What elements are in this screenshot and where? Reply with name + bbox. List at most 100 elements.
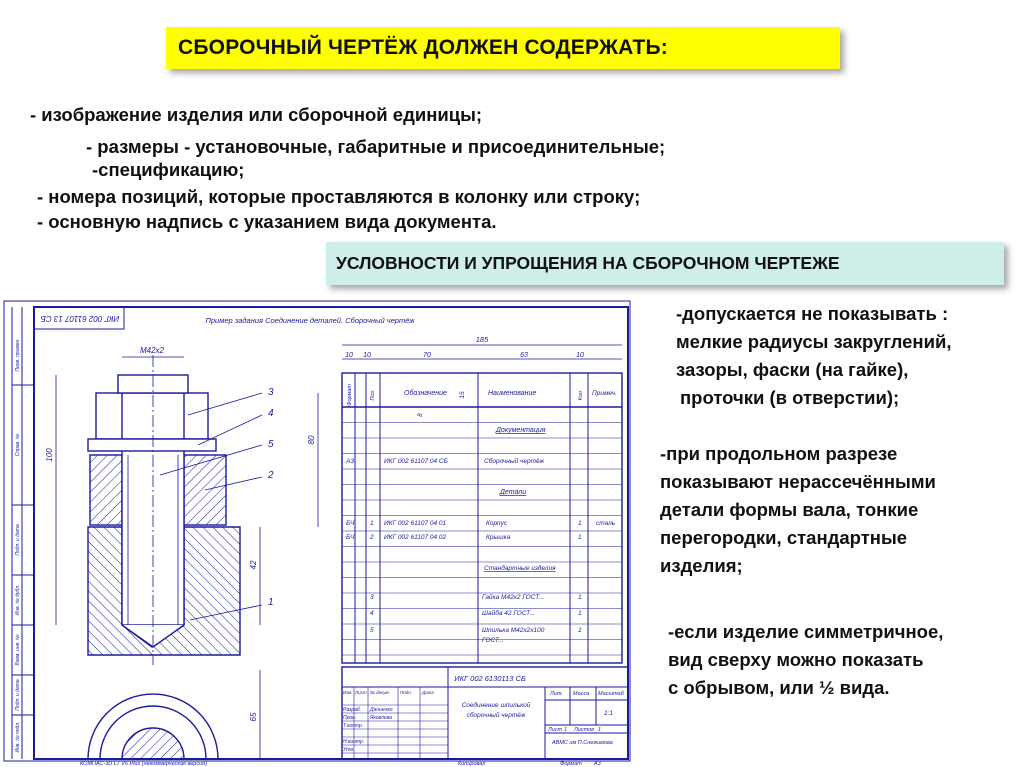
stamp-lit: Лит. (549, 691, 563, 697)
stamp-sheets: Листов (573, 727, 594, 733)
requirement-item: - изображение изделия или сборочной един… (30, 104, 483, 125)
stamp-sheet-val: 1 (564, 727, 567, 733)
dim-42: 42 (249, 560, 258, 569)
requirement-item: - размеры - установочные, габаритные и п… (86, 136, 666, 157)
spec-h-name: Наименование (488, 390, 536, 397)
stamp-code: ИКГ 002 6130113 СБ (454, 674, 526, 683)
stamp-sheet: Лист (547, 727, 563, 733)
stamp-razrab: Разраб. (343, 707, 361, 713)
col-dim: 10 (345, 352, 353, 359)
side-text: Перв. примен. (15, 338, 21, 371)
spec-p2-poz: 2 (369, 534, 374, 541)
rotated-code: ИКГ 002 61107 13 СБ (41, 314, 120, 323)
rule-line: проточки (в отверстии); (680, 387, 900, 408)
rule-line: вид сверху можно показать (668, 649, 924, 670)
stamp-col: Подп. (400, 690, 412, 695)
position-4: 4 (268, 408, 274, 419)
spec-p1-poz: 1 (370, 520, 374, 527)
stamp-utv: Утв. (343, 747, 354, 753)
rule-line: перегородки, стандартные (660, 527, 908, 548)
rule-line: -если изделие симметричное, (668, 621, 944, 642)
spec-h-format: Формат (347, 384, 353, 406)
spec-s4-name: Шайба 42 ГОСТ... (482, 609, 535, 617)
col-dim: 10 (363, 352, 371, 359)
spec-p2-name: Крышка (486, 534, 511, 541)
rule-line: детали формы вала, тонкие (660, 499, 919, 520)
subtitle: УСЛОВНОСТИ И УПРОЩЕНИЯ НА СБОРОЧНОМ ЧЕРТ… (336, 253, 840, 273)
dim-185: 185 (476, 335, 489, 344)
stamp-razrab-name: Даниенко (369, 707, 393, 713)
spec-p2-code: ИКГ 002 61107 04 02 (384, 534, 447, 541)
side-text: Инв. № дубл. (15, 585, 21, 616)
spec-section-docs: Документация (495, 427, 546, 434)
assembly-drawing: ИКГ 002 61107 13 СБ Пример задания Соеди… (3, 300, 631, 767)
position-1: 1 (268, 597, 274, 608)
stamp-tkontr: Т.контр. (343, 723, 363, 729)
col-dim: 10 (576, 352, 584, 359)
stamp-name-2: сборочный чертёж (467, 711, 526, 719)
position-5: 5 (268, 439, 274, 450)
spec-p1-code: ИКГ 002 61107 04 01 (384, 520, 447, 527)
position-3: 3 (268, 387, 274, 398)
stamp-nkontr: Н.контр. (343, 739, 364, 745)
spec-p1-name: Корпус (486, 520, 508, 527)
spec-h-designation: Обозначение (404, 389, 447, 397)
rule-line: -при продольном разрезе (660, 443, 898, 464)
spec-s5-name: Шпилька М42х2х100 (482, 627, 545, 634)
dim-80: 80 (307, 435, 316, 444)
col-dim: 63 (520, 352, 528, 359)
stamp-col: Дата (421, 690, 434, 695)
spec-h-poz: Поз. (370, 389, 376, 400)
stamp-format: Формат (560, 761, 582, 767)
dim-100: 100 (45, 448, 54, 462)
spec-a3-code: ИКГ 002 61107 04 СБ (384, 458, 448, 465)
spec-s3-poz: 3 (370, 594, 374, 601)
side-text: Взам. инв. № (15, 634, 21, 666)
spec-s3-qty: 1 (578, 594, 582, 601)
rule-line: с обрывом, или ½ вида. (668, 677, 890, 698)
spec-s5-qty: 1 (578, 627, 582, 634)
stamp-sheets-val: 1 (598, 727, 601, 733)
spec-s3-name: Гайка М42х2 ГОСТ... (482, 593, 544, 601)
spec-p2-qty: 1 (578, 534, 582, 541)
drawing-caption: Пример задания Соединение деталей. Сборо… (205, 316, 415, 325)
rule-section: -при продольном разрезе показывают нерас… (660, 440, 936, 580)
page-title-box: СБОРОЧНЫЙ ЧЕРТЁЖ ДОЛЖЕН СОДЕРЖАТЬ: (166, 27, 840, 69)
spec-p1-format: БЧ (346, 520, 355, 527)
col-dim: 70 (423, 352, 431, 359)
spec-a3-format: А3 (345, 458, 354, 465)
rule-omit: -допускается не показывать : мелкие ради… (676, 300, 952, 412)
rule-line: изделия; (660, 555, 743, 576)
stamp-prov-name: Яковлева (369, 715, 392, 721)
spec-s4-qty: 1 (578, 610, 582, 617)
subtitle-box: УСЛОВНОСТИ И УПРОЩЕНИЯ НА СБОРОЧНОМ ЧЕРТ… (326, 242, 1004, 285)
spec-section-parts: Детали (499, 489, 526, 496)
stamp-format-val: А3 (593, 761, 602, 767)
side-text: Инв. № подл. (15, 721, 21, 752)
requirement-item: - номера позиций, которые проставляются … (37, 186, 641, 207)
stamp-col: Изм. (343, 690, 353, 695)
stamp-org: АВМС им П.Снежимова (551, 740, 613, 746)
stamp-mass: Масса (573, 691, 589, 697)
stamp-col: Лист (354, 690, 367, 695)
spec-h-note: Примеч. (592, 390, 617, 397)
page-title: СБОРОЧНЫЙ ЧЕРТЁЖ ДОЛЖЕН СОДЕРЖАТЬ: (178, 36, 668, 59)
spec-a3-name: Сборочный чертёж (484, 457, 545, 465)
requirement-item: -спецификацию; (92, 159, 245, 180)
side-text: Справ. № (15, 433, 21, 456)
thread-label: М42х2 (140, 346, 165, 355)
position-2: 2 (267, 470, 274, 481)
rule-line: показывают нерассечёнными (660, 471, 936, 492)
spec-s4-poz: 4 (370, 610, 374, 617)
side-text: Подп. и дата (15, 524, 21, 556)
spec-p1-note: сталь (596, 520, 616, 527)
requirement-item: - основную надпись с указанием вида доку… (37, 211, 497, 232)
spec-h-qty: Кол. (578, 390, 584, 401)
spec-s5-name2: ГОСТ... (482, 637, 504, 644)
stamp-name-1: Соединение шпилькой (462, 701, 531, 709)
rule-line: зазоры, фаски (на гайке), (676, 359, 909, 380)
dim-65: 65 (249, 712, 258, 721)
rule-symmetric: -если изделие симметричное, вид сверху м… (668, 618, 943, 702)
stamp-scale-val: 1:1 (604, 710, 613, 717)
software-note: КОМПАС-3D LT V6 Plus (некоммерческая вер… (80, 761, 207, 767)
